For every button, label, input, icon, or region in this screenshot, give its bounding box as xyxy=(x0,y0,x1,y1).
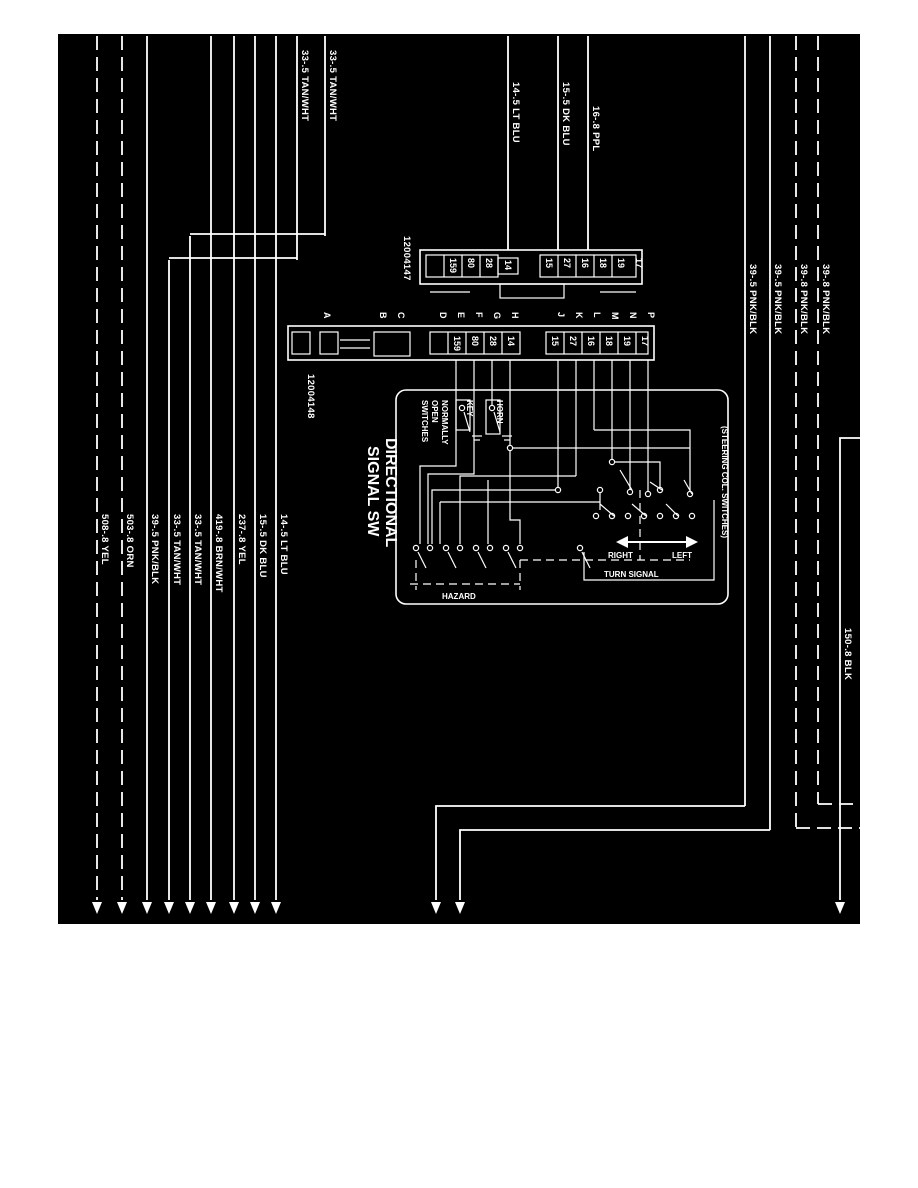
horn-label: HORN xyxy=(495,400,504,424)
svg-text:J: J xyxy=(556,312,566,317)
svg-text:H: H xyxy=(510,312,520,319)
svg-text:27: 27 xyxy=(562,258,572,268)
steering-column-label: (STEERING COL. SWITCHES) xyxy=(720,426,729,538)
bottom-wire-label-5: 33-.5 TAN/WHT xyxy=(192,514,203,585)
svg-text:C: C xyxy=(396,312,406,319)
top-wire-label-9: 39-.5 PNK/BLK xyxy=(747,264,758,334)
top-wire-label-7: 39-.8 PNK/BLK xyxy=(798,264,809,334)
top-wire-label-8: 39-.5 PNK/BLK xyxy=(772,264,783,334)
svg-text:27: 27 xyxy=(568,336,578,346)
directional-signal-switch xyxy=(395,360,729,605)
bottom-wire-label-7: 39-.5 PNK/BLK xyxy=(149,514,160,584)
right-wire-bundle xyxy=(431,36,860,914)
bottom-wire-label-9: 508-.8 YEL xyxy=(99,514,110,565)
svg-text:19: 19 xyxy=(616,258,626,268)
lower-connector-pins: 159 80 28 14 15 27 16 18 19 17 xyxy=(452,336,650,351)
diagram-background xyxy=(58,34,860,924)
lower-connector xyxy=(287,325,655,361)
switch-title-line2: SIGNAL SW xyxy=(364,446,381,537)
svg-text:80: 80 xyxy=(466,258,476,268)
upper-connector-pins: 159 80 28 14 15 27 16 18 19 17 xyxy=(448,258,644,273)
svg-text:159: 159 xyxy=(448,258,458,273)
svg-text:F: F xyxy=(474,312,484,318)
bottom-wire-label-6: 33-.5 TAN/WHT xyxy=(171,514,182,585)
normally-open-line3: SWITCHES xyxy=(420,400,429,443)
svg-text:19: 19 xyxy=(622,336,632,346)
top-wire-label-1: 33-.5 TAN/WHT xyxy=(327,50,338,121)
svg-text:B: B xyxy=(378,312,388,319)
normally-open-line2: OPEN xyxy=(430,400,439,423)
lower-connector-part-number: 12004148 xyxy=(305,374,316,419)
upper-connector xyxy=(419,249,643,299)
key-label: KEY xyxy=(465,400,474,417)
svg-text:G: G xyxy=(492,312,502,319)
svg-text:P: P xyxy=(646,312,656,318)
svg-text:15: 15 xyxy=(550,336,560,346)
svg-text:28: 28 xyxy=(488,336,498,346)
svg-text:A: A xyxy=(322,312,332,319)
svg-text:80: 80 xyxy=(470,336,480,346)
bottom-wire-label-3: 237-.8 YEL xyxy=(236,514,247,565)
left-wire-bundle xyxy=(92,36,326,914)
upper-connector-wires xyxy=(507,36,589,250)
top-wire-label-3: 14-.5 LT BLU xyxy=(510,82,521,143)
left-label: LEFT xyxy=(672,551,692,560)
top-wire-label-6: 39-.8 PNK/BLK xyxy=(820,264,831,334)
top-wire-label-4: 15-.5 DK BLU xyxy=(560,82,571,146)
top-wire-label-5: 16-.8 PPL xyxy=(590,106,601,151)
svg-text:L: L xyxy=(592,312,602,318)
svg-text:159: 159 xyxy=(452,336,462,351)
normally-open-line1: NORMALLY xyxy=(440,400,449,445)
turn-signal-label: TURN SIGNAL xyxy=(604,570,659,579)
pin-letters: A B C D E F G H J K L M N P xyxy=(322,312,656,320)
bottom-wire-label-1: 14-.5 LT BLU xyxy=(278,514,289,575)
svg-text:D: D xyxy=(438,312,448,319)
svg-text:28: 28 xyxy=(484,258,494,268)
svg-text:E: E xyxy=(456,312,466,318)
upper-connector-part-number: 12004147 xyxy=(401,236,412,281)
svg-text:17: 17 xyxy=(634,258,644,268)
svg-text:16: 16 xyxy=(580,258,590,268)
svg-text:M: M xyxy=(610,312,620,320)
top-wire-label-2: 33-.5 TAN/WHT xyxy=(299,50,310,121)
hazard-label: HAZARD xyxy=(442,592,476,601)
right-wire-label: 150-.8 BLK xyxy=(842,628,853,680)
svg-text:N: N xyxy=(628,312,638,319)
bottom-wire-label-8: 503-.8 ORN xyxy=(124,514,135,568)
svg-text:16: 16 xyxy=(586,336,596,346)
svg-text:18: 18 xyxy=(598,258,608,268)
svg-text:14: 14 xyxy=(503,260,513,270)
svg-text:18: 18 xyxy=(604,336,614,346)
bottom-wire-label-4: 419-.8 BRN/WHT xyxy=(213,514,224,593)
svg-text:K: K xyxy=(574,312,584,319)
svg-text:15: 15 xyxy=(544,258,554,268)
right-label: RIGHT xyxy=(608,551,633,560)
svg-text:14: 14 xyxy=(506,336,516,346)
switch-title-line1: DIRECTIONAL xyxy=(382,438,399,548)
bottom-wire-label-2: 15-.5 DK BLU xyxy=(257,514,268,578)
svg-text:17: 17 xyxy=(640,336,650,346)
